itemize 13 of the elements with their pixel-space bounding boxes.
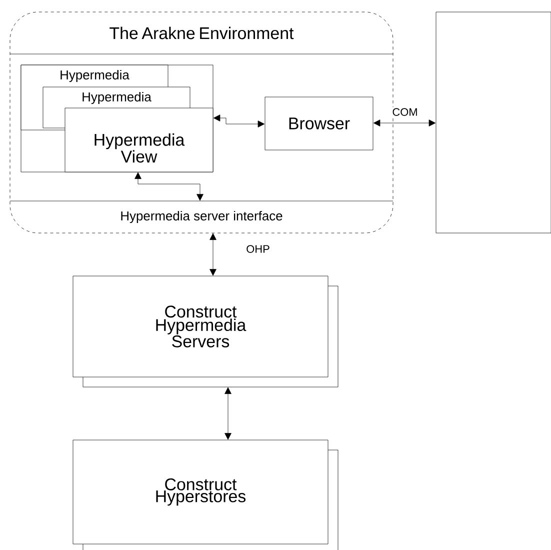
browser-box: Browser	[264, 96, 374, 150]
edge-label: COM	[391, 107, 419, 117]
arrow	[210, 233, 216, 276]
arrow	[213, 114, 265, 128]
interface-band: Hypermedia server interface	[10, 200, 394, 224]
edge-label: OHP	[245, 244, 271, 254]
server-box: Construct Hypermedia Servers	[72, 276, 338, 388]
arrow	[224, 387, 232, 440]
arrow	[373, 120, 436, 126]
store-box: Construct Hyperstores	[72, 440, 338, 550]
view-box: Hypermedia View	[64, 108, 214, 172]
application-box	[436, 12, 551, 234]
arrow	[134, 172, 204, 201]
